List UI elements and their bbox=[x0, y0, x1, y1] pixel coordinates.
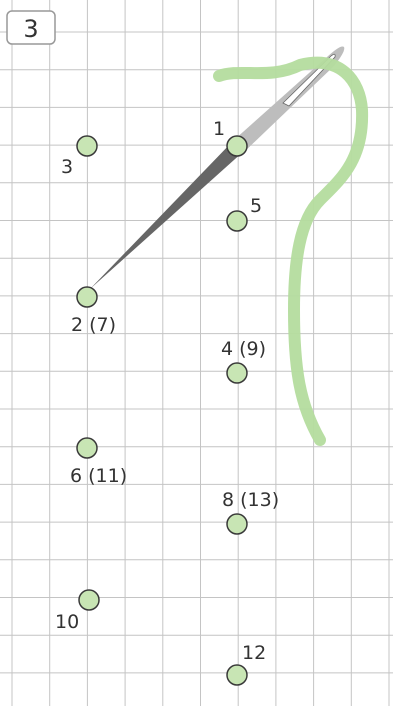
hole-5 bbox=[226, 210, 248, 232]
label-12: 12 bbox=[242, 642, 266, 664]
label-10: 10 bbox=[55, 611, 79, 633]
label-5: 5 bbox=[250, 195, 262, 217]
hole-8-13 bbox=[226, 513, 248, 535]
label-1: 1 bbox=[213, 118, 225, 140]
hole-3 bbox=[76, 135, 98, 157]
hole-12 bbox=[226, 664, 248, 686]
holes bbox=[76, 135, 248, 686]
label-3: 3 bbox=[61, 156, 73, 178]
label-2-7: 2 (7) bbox=[71, 314, 116, 336]
step-badge: 3 bbox=[6, 10, 56, 45]
label-8-13: 8 (13) bbox=[222, 489, 279, 511]
hole-10 bbox=[78, 589, 100, 611]
step-number: 3 bbox=[23, 15, 38, 43]
label-4-9: 4 (9) bbox=[221, 338, 266, 360]
hole-2-7 bbox=[76, 286, 98, 308]
hole-1 bbox=[226, 135, 248, 157]
hole-4-9 bbox=[226, 362, 248, 384]
label-6-11: 6 (11) bbox=[70, 465, 127, 487]
hole-labels: 1 3 5 2 (7) 4 (9) 6 (11) 8 (13) 10 12 bbox=[55, 118, 279, 664]
needle-icon bbox=[90, 46, 345, 289]
thread-icon bbox=[213, 56, 369, 446]
hole-6-11 bbox=[76, 437, 98, 459]
